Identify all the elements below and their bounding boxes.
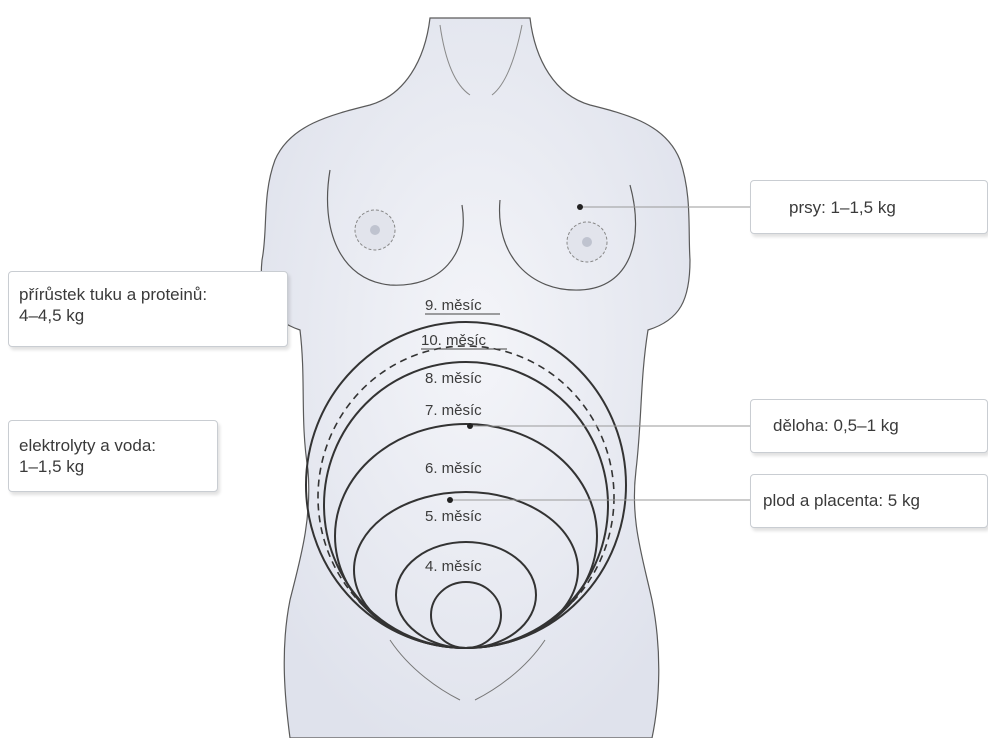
label-breasts-text: prsy: 1–1,5 kg — [789, 197, 977, 218]
label-month-8: 8. měsíc — [425, 370, 482, 387]
label-uterus-text: děloha: 0,5–1 kg — [773, 415, 977, 436]
left-nipple — [370, 225, 380, 235]
label-uterus: děloha: 0,5–1 kg — [750, 399, 988, 453]
label-breasts: prsy: 1–1,5 kg — [750, 180, 988, 234]
label-electrolytes: elektrolyty a voda: 1–1,5 kg — [8, 420, 218, 492]
label-month-9: 9. měsíc — [425, 297, 482, 314]
label-electrolytes-line1: elektrolyty a voda: — [19, 435, 207, 456]
label-month-10: 10. měsíc — [421, 332, 487, 349]
label-fetus-placenta: plod a placenta: 5 kg — [750, 474, 988, 528]
label-month-4: 4. měsíc — [425, 558, 482, 575]
label-month-7: 7. měsíc — [425, 402, 482, 419]
label-fat-protein-line1: přírůstek tuku a proteinů: — [19, 284, 277, 305]
dot-fetus — [447, 497, 453, 503]
label-fat-protein: přírůstek tuku a proteinů: 4–4,5 kg — [8, 271, 288, 347]
label-fat-protein-line2: 4–4,5 kg — [19, 305, 277, 326]
dot-breasts — [577, 204, 583, 210]
label-month-5: 5. měsíc — [425, 508, 482, 525]
dot-uterus — [467, 423, 473, 429]
right-nipple — [582, 237, 592, 247]
label-electrolytes-line2: 1–1,5 kg — [19, 456, 207, 477]
label-month-6: 6. měsíc — [425, 460, 482, 477]
label-fetus-placenta-text: plod a placenta: 5 kg — [763, 490, 977, 511]
